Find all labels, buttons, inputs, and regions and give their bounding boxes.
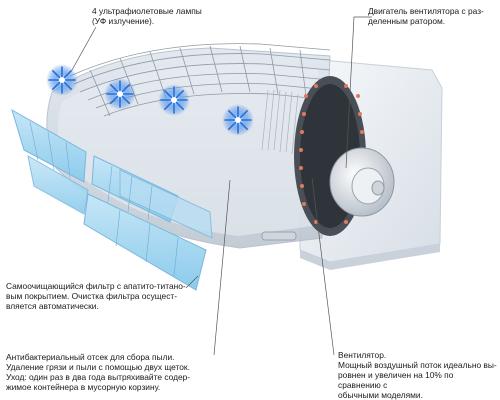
label-self-cleaning-filter: Самоочищающийся фильтр с апатито-титано-…: [6, 281, 186, 311]
drain-pipe: [261, 231, 297, 241]
label-uv-lamps: 4 ультрафиолетовые лампы (УФ излучение).: [92, 6, 202, 26]
uv-lamp-icon: [158, 84, 190, 116]
label-fan-motor: Двигатель вентилятора с раз- деленным ра…: [368, 6, 484, 26]
uv-lamp-icon: [46, 64, 78, 96]
leader-motor: [345, 16, 372, 169]
heat-exchanger: [261, 89, 299, 155]
leader-uv: [71, 26, 97, 71]
leader-fan: [311, 177, 335, 356]
uv-lamps: [46, 64, 254, 136]
fan-motor-icon: [329, 147, 395, 217]
uv-lamp-icon: [222, 104, 254, 136]
label-fan: Вентилятор. Мощный воздушный поток идеал…: [338, 350, 497, 400]
leader-dust: [213, 179, 231, 356]
filter-panels: [11, 108, 213, 291]
label-dust-box: Антибактериальный отсек для сбора пыли. …: [6, 352, 191, 392]
leader-lines: [71, 16, 372, 356]
uv-lamp-icon: [104, 78, 136, 110]
leader-filter: [185, 275, 199, 289]
